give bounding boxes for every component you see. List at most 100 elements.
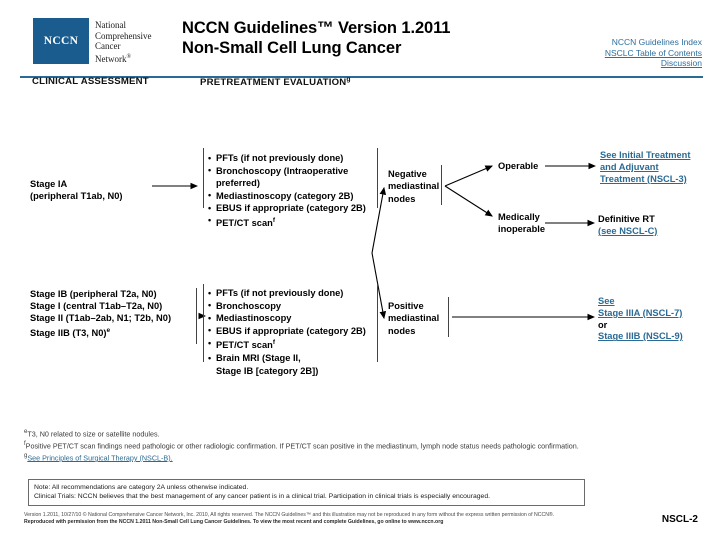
positive-nodes-line1: Positive [388,301,424,311]
stage-group-box: Stage IB (peripheral T2a, N0) Stage I (c… [30,288,171,339]
link-stage-iiia-nscl7[interactable]: Stage IIIA (NSCL-7) [598,307,683,318]
page-header: NCCN National Comprehensive Cancer Netwo… [0,10,720,78]
note-clinical-trials-line: Clinical Trials: NCCN believes that the … [34,493,490,501]
outcome-initial-adjuvant-treatment: See Initial Treatment and Adjuvant Treat… [600,150,690,185]
negative-nodes-line3: nodes [388,193,416,204]
outcome-or-label: or [598,319,608,330]
inoperable-line1: Medically [498,212,540,222]
list-item: EBUS if appropriate (category 2B) [208,202,366,215]
stage-ii-line: Stage II (T1ab–2ab, N1; T2b, N0) [30,313,172,324]
nccn-logo-mark: NCCN [33,18,89,64]
eval1-left-rule [203,148,204,208]
link-guidelines-index[interactable]: NCCN Guidelines Index [611,37,702,47]
logo-word-network: Network® [95,53,132,64]
stage-ia-line1: Stage IA [30,179,68,189]
arrow-to-operable [444,165,494,187]
arrow-to-inoperable [444,185,493,217]
list-item: Bronchoscopy (Intraoperative [208,164,366,178]
footnote-marker-g: g [346,76,351,83]
link-initial-treatment-line2[interactable]: and Adjuvant [600,161,659,172]
column-heading-clinical-assessment: CLINICAL ASSESSMENT [32,76,149,87]
footer-copyright: Version 1.2011, 10/27/10 © National Comp… [24,512,644,526]
positive-mediastinal-nodes-box: Positive mediastinal nodes [388,300,439,337]
footnote-g-marker: g [24,452,28,459]
outcome-definitive-rt: Definitive RT (see NSCL-C) [598,214,657,238]
list-item: PET/CT scanf [208,337,366,352]
definitive-rt-label: Definitive RT [598,214,655,224]
page-title: NCCN Guidelines™ Version 1.2011 Non-Smal… [182,18,450,58]
link-discussion[interactable]: Discussion [660,58,702,68]
list-item: PFTs (if not previously done) [208,287,366,300]
footnotes: eT3, N0 related to size or satellite nod… [24,428,708,464]
stage-i-central-line: Stage I (central T1ab–T2a, N0) [30,301,163,312]
list-item: Brain MRI (Stage II, [208,352,366,365]
list-item-continuation: Stage IB [category 2B]) [216,365,319,376]
nccn-logo-wordmark: National Comprehensive Cancer Network® [95,18,152,64]
operable-label: Operable [498,161,539,171]
footer-line2: Reproduced with permission from the NCCN… [24,519,444,526]
note-category-line: Note: All recommendations are category 2… [34,484,249,491]
logo-word-national: National [95,20,126,30]
registered-mark: ® [126,53,132,60]
stage-ia-line2: (peripheral T1ab, N0) [30,191,123,202]
list-item: Mediastinoscopy [208,312,366,325]
eval2-left-rule [203,284,204,362]
logo-word-comprehensive: Comprehensive [95,30,152,41]
stage-ia-box: Stage IA (peripheral T1ab, N0) [30,178,122,202]
footer-line1: Version 1.2011, 10/27/10 © National Comp… [24,512,555,518]
footnote-marker-e: e [106,326,111,334]
footnote-e: eT3, N0 related to size or satellite nod… [24,428,708,439]
link-see[interactable]: See [598,296,615,306]
link-principles-of-surgical-therapy[interactable]: See Principles of Surgical Therapy (NSCL… [27,453,173,463]
arrow-to-negative-nodes [371,186,387,254]
eval2-items: PFTs (if not previously done) Bronchosco… [208,287,366,377]
eval1-items: PFTs (if not previously done) Bronchosco… [208,152,366,230]
link-stage-iiib-nscl9[interactable]: Stage IIIB (NSCL-9) [598,331,683,342]
logo-word-cancer: Cancer [95,41,121,52]
page-title-line2: Non-Small Cell Lung Cancer [182,39,402,57]
header-links: NCCN Guidelines Index NSCLC Table of Con… [605,37,702,69]
list-item: EBUS if appropriate (category 2B) [208,324,366,338]
nccn-logo-acronym: NCCN [43,35,79,47]
footnote-e-marker: e [24,429,28,435]
inoperable-line2: inoperable [498,224,546,235]
link-nscl-c[interactable]: (see NSCL-C) [598,225,658,236]
negative-nodes-line2: mediastinal [388,181,440,192]
page-title-line1: NCCN Guidelines™ Version 1.2011 [182,19,451,37]
link-initial-treatment-nscl3[interactable]: Treatment (NSCL-3) [600,173,687,184]
eval2-right-rule [377,284,378,362]
pretreatment-eval-list-2: PFTs (if not previously done) Bronchosco… [208,287,366,377]
page-number: NSCL-2 [661,514,698,525]
medically-inoperable-label: Medically inoperable [498,211,545,236]
positive-nodes-line3: nodes [388,325,416,336]
footnote-marker-f: f [272,216,276,224]
outcome-stage-iii: See Stage IIIA (NSCL-7) or Stage IIIB (N… [598,296,683,343]
footnote-e-text: T3, N0 related to size or satellite nodu… [27,429,160,439]
stage-iib-line: Stage IIB (T3, N0)e [30,326,111,338]
footnote-f-marker: f [24,440,26,447]
list-item-continuation: preferred) [216,178,260,189]
footnote-g: gSee Principles of Surgical Therapy (NSC… [24,452,708,463]
note-box: Note: All recommendations are category 2… [28,479,585,506]
negative-mediastinal-nodes-box: Negative mediastinal nodes [388,168,439,205]
eval1-right-rule [377,148,378,208]
positive-nodes-right-rule [448,297,449,337]
link-nsclc-table-of-contents[interactable]: NSCLC Table of Contents [604,47,702,58]
list-item: PET/CT scanf [208,214,366,230]
footnote-f-text: Positive PET/CT scan findings need patho… [25,441,579,451]
negative-nodes-line1: Negative [388,169,427,179]
arrow-to-positive-nodes [371,252,387,320]
positive-nodes-line2: mediastinal [388,313,440,324]
footnote-marker-f: f [272,339,276,347]
list-item: Mediastinoscopy (category 2B) [208,189,366,203]
stage-ib-line: Stage IB (peripheral T2a, N0) [30,289,157,299]
list-item: Bronchoscopy [208,299,366,313]
stage-group-right-rule [196,288,197,344]
list-item: PFTs (if not previously done) [208,152,366,165]
negative-nodes-right-rule [441,165,442,205]
pretreatment-eval-list-1: PFTs (if not previously done) Bronchosco… [208,152,366,230]
nccn-logo: NCCN National Comprehensive Cancer Netwo… [33,18,152,64]
link-initial-treatment-line1[interactable]: See Initial Treatment [600,150,691,160]
